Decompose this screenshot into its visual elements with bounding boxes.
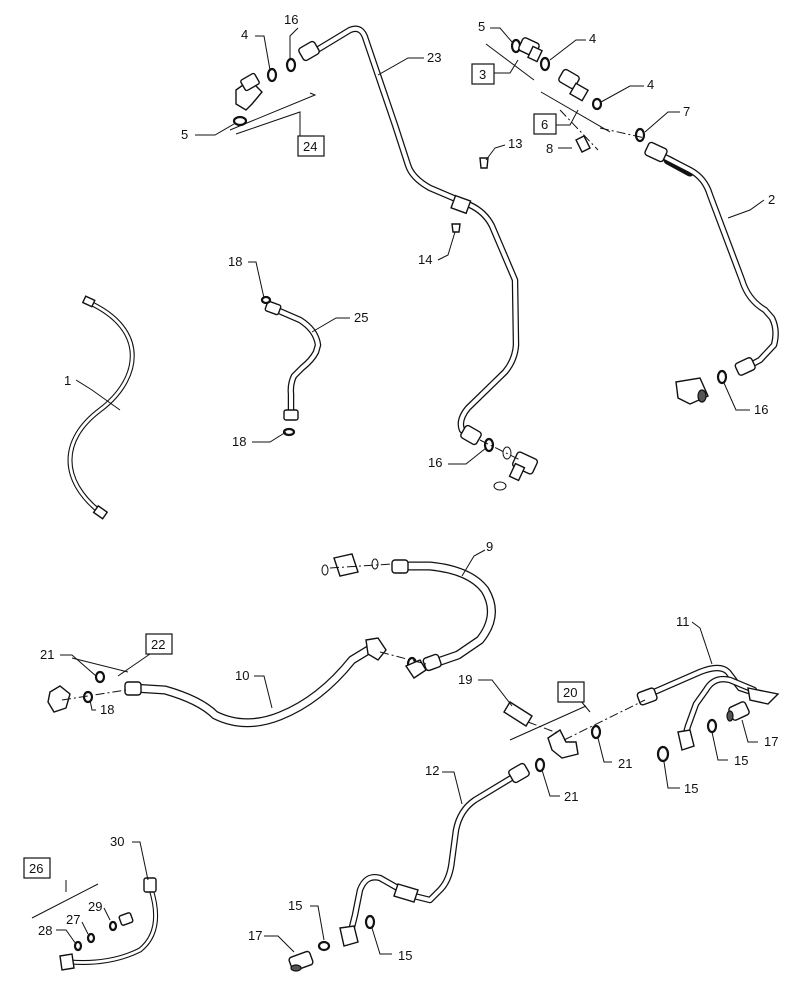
o-ring-21-lower (534, 757, 546, 773)
callout-10: 10 (235, 668, 249, 683)
o-ring-5 (232, 115, 248, 127)
callout-21-left: 21 (40, 647, 54, 662)
callout-26: 26 (29, 861, 43, 876)
part-1-hose (67, 295, 135, 520)
callout-15-bottom: 15 (288, 898, 302, 913)
callout-24: 24 (303, 139, 317, 154)
swivel-fitting-top-9 (321, 553, 379, 577)
callout-21-lower: 21 (564, 789, 578, 804)
callout-3: 3 (479, 67, 486, 82)
plug-8 (575, 135, 591, 153)
callout-4-right: 4 (647, 77, 654, 92)
o-ring-lower (502, 446, 512, 460)
o-ring-4-top (539, 56, 551, 72)
callout-12: 12 (425, 763, 439, 778)
callout-16-bottom: 16 (428, 455, 442, 470)
callout-19: 19 (458, 672, 472, 687)
callout-30: 30 (110, 834, 124, 849)
callout-17-right: 17 (764, 734, 778, 749)
callout-15-bottom-right: 15 (398, 948, 412, 963)
callout-29: 29 (88, 899, 102, 914)
o-ring-16 (285, 57, 297, 73)
callout-5-left: 5 (181, 127, 188, 142)
o-ring-18-bottom (282, 427, 296, 437)
callout-13: 13 (508, 136, 522, 151)
part-12-tube (339, 762, 530, 947)
callout-9: 9 (486, 539, 493, 554)
callout-18-left: 18 (100, 702, 114, 717)
callout-27: 27 (66, 912, 80, 927)
part-23-tube (298, 25, 520, 446)
nut-14 (451, 223, 461, 233)
o-ring-4-right (591, 97, 603, 111)
callout-21-right: 21 (618, 756, 632, 771)
callout-labels: 1 2 3 4 4 4 5 5 6 7 8 9 10 11 12 13 14 1… (29, 12, 778, 963)
o-ring-7 (634, 127, 646, 143)
part-24-elbow-fitting (235, 72, 263, 111)
o-ring-21-right (590, 724, 602, 740)
part-3-adapter (518, 37, 543, 63)
callout-14: 14 (418, 252, 432, 267)
callout-28: 28 (38, 923, 52, 938)
elbow-fitting-9-10 (404, 659, 427, 679)
o-ring-15-lower-right (656, 745, 670, 763)
callout-17-bottom: 17 (248, 928, 262, 943)
callout-16-top: 16 (284, 12, 298, 27)
union-fitting-lower (508, 451, 539, 482)
leader-lines (31, 27, 765, 955)
callout-20: 20 (563, 685, 577, 700)
part-10-hose (124, 637, 387, 728)
fittings-27-28-29 (73, 912, 134, 952)
callout-7: 7 (683, 104, 690, 119)
part-20-elbow (547, 728, 579, 759)
part-17-plug-bottom (288, 950, 314, 972)
callout-4-top-right: 4 (589, 31, 596, 46)
callout-18-bottom: 18 (232, 434, 246, 449)
o-ring-16-lower (483, 437, 495, 453)
part-30-hose (59, 877, 159, 971)
part-19-plug (503, 701, 533, 727)
o-ring-4 (266, 67, 278, 83)
callout-23: 23 (427, 50, 441, 65)
o-ring-bottom (493, 481, 507, 491)
callout-6: 6 (541, 117, 548, 132)
callout-2: 2 (768, 192, 775, 207)
callout-1: 1 (64, 373, 71, 388)
callout-15-right: 15 (734, 753, 748, 768)
callout-18-top: 18 (228, 254, 242, 269)
o-ring-15-right (706, 718, 718, 734)
callout-15-lower-right: 15 (684, 781, 698, 796)
callout-boxes (23, 63, 585, 879)
part-22-fitting (47, 670, 106, 713)
part-17-plug-right (726, 701, 750, 722)
o-ring-15-bottom (317, 940, 331, 952)
swivel-fitting-right (675, 377, 709, 405)
o-ring-16-right (716, 369, 728, 385)
callout-8: 8 (546, 141, 553, 156)
part-11-tube (636, 664, 780, 751)
o-ring-18-top (260, 295, 272, 305)
part-25-tube (264, 300, 322, 421)
callout-16-right: 16 (754, 402, 768, 417)
callout-11: 11 (676, 614, 690, 629)
callout-22: 22 (151, 637, 165, 652)
part-2-tube (644, 141, 779, 376)
bolt-13 (479, 157, 489, 169)
part-9-hose (391, 559, 496, 672)
callout-4-top-left: 4 (241, 27, 248, 42)
callout-5-top: 5 (478, 19, 485, 34)
o-ring-15-bottom-right (364, 914, 376, 930)
part-6-tee-fitting (558, 68, 590, 102)
callout-25: 25 (354, 310, 368, 325)
